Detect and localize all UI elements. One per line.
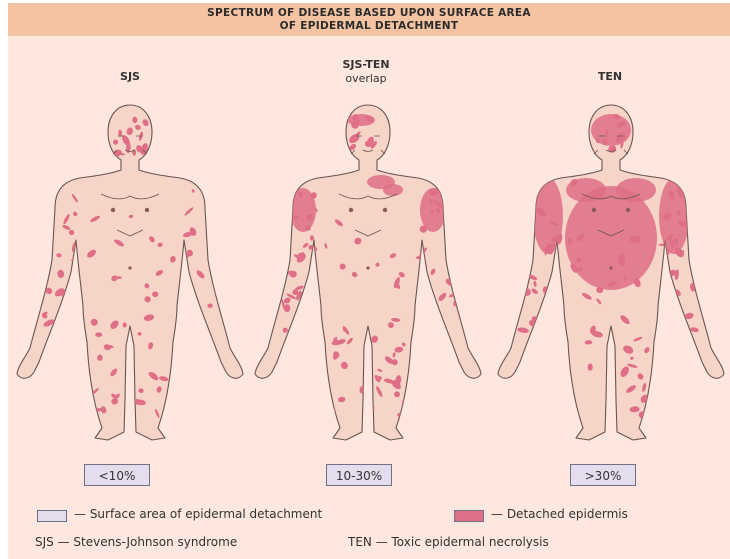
lesion-spot bbox=[38, 271, 46, 278]
sjs-definition: SJS — Stevens-Johnson syndrome bbox=[35, 535, 237, 549]
overlap-title-line1: SJS-TEN bbox=[296, 58, 436, 72]
overlap-title-line2: overlap bbox=[296, 72, 436, 86]
lesion-spot bbox=[203, 325, 206, 331]
ten-title: TEN bbox=[540, 70, 680, 84]
title-banner: SPECTRUM OF DISEASE BASED UPON SURFACE A… bbox=[8, 3, 730, 36]
overlap-percent-box: 10-30% bbox=[326, 464, 392, 486]
lesion-spot bbox=[542, 329, 553, 340]
lesion-spot bbox=[188, 341, 195, 348]
nipple-right bbox=[383, 208, 387, 212]
lesion-spot bbox=[300, 305, 309, 314]
sjs-body-figure bbox=[5, 90, 255, 450]
nipple-right bbox=[626, 208, 630, 212]
detached-legend: — Detached epidermis bbox=[491, 507, 628, 521]
nipple-right bbox=[145, 208, 149, 212]
navel bbox=[609, 266, 612, 269]
lesion-spot bbox=[54, 340, 60, 346]
detached-patch bbox=[383, 184, 403, 196]
lesion-spot bbox=[428, 328, 433, 340]
title-line-1: SPECTRUM OF DISEASE BASED UPON SURFACE A… bbox=[8, 7, 730, 19]
lesion-spot bbox=[60, 339, 70, 347]
lesion-spot bbox=[541, 342, 547, 347]
ten-body-figure bbox=[486, 90, 730, 450]
lesion-spot bbox=[534, 339, 544, 347]
lesion-spot bbox=[536, 337, 547, 351]
nipple-left bbox=[111, 208, 115, 212]
sjs-percent-box: <10% bbox=[84, 464, 150, 486]
lesion-spot bbox=[432, 342, 439, 354]
detached-swatch bbox=[454, 510, 484, 522]
ten-definition: TEN — Toxic epidermal necrolysis bbox=[348, 535, 549, 549]
lesion-spot bbox=[585, 340, 593, 344]
lesion-spot bbox=[532, 344, 538, 351]
body-outline bbox=[17, 105, 243, 440]
sjs-title: SJS bbox=[60, 70, 200, 84]
lesion-spot bbox=[197, 328, 206, 338]
navel bbox=[128, 266, 131, 269]
ten-title-text: TEN bbox=[598, 70, 622, 83]
nipple-left bbox=[592, 208, 596, 212]
navel bbox=[366, 266, 369, 269]
nipple-left bbox=[349, 208, 353, 212]
overlap-title: SJS-TEN overlap bbox=[296, 58, 436, 86]
detached-patch bbox=[616, 178, 656, 202]
lesion-spot bbox=[452, 282, 457, 287]
lesion-spot bbox=[194, 320, 205, 332]
title-line-2: OF EPIDERMAL DETACHMENT bbox=[8, 20, 730, 32]
lesion-spot bbox=[540, 335, 546, 341]
ten-percent-box: >30% bbox=[570, 464, 636, 486]
lesion-spot bbox=[588, 364, 593, 371]
lesion-spot bbox=[539, 312, 543, 318]
lesion-spot bbox=[542, 337, 547, 345]
lesion-spot bbox=[453, 276, 461, 283]
surface-area-swatch bbox=[37, 510, 67, 522]
lesion-spot bbox=[310, 235, 314, 240]
surface-area-legend: — Surface area of epidermal detachment bbox=[74, 507, 322, 521]
sjs-title-text: SJS bbox=[120, 70, 140, 83]
overlap-body-figure bbox=[243, 90, 493, 450]
lesion-spot bbox=[279, 284, 284, 289]
lesion-spot bbox=[674, 326, 681, 331]
lesion-spot bbox=[187, 336, 195, 344]
lesion-spot bbox=[546, 304, 551, 309]
lesion-spot bbox=[442, 341, 451, 352]
